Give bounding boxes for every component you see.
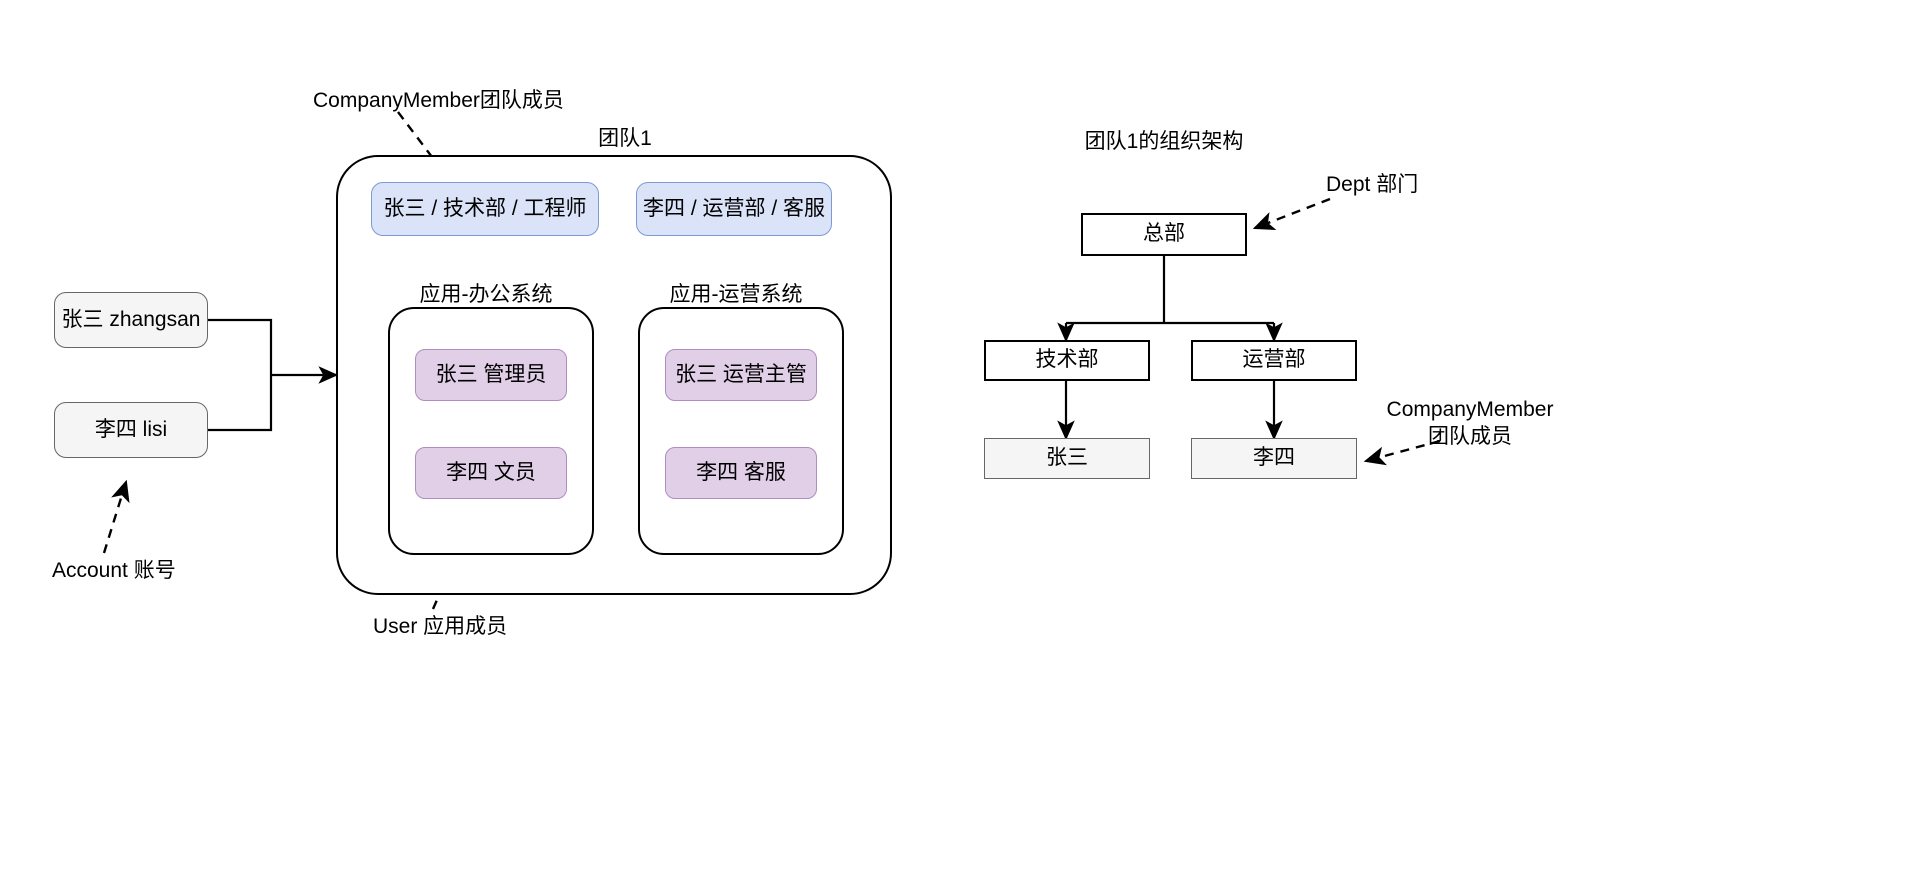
org-box-label: 张三 [1046,446,1088,470]
org-box-member-lisi[interactable]: 李四 [1191,438,1357,479]
org-box-headquarters[interactable]: 总部 [1081,213,1247,256]
user-chip-ops-supervisor[interactable]: 张三 运营主管 [665,349,817,401]
app-title-office: 应用-办公系统 [419,283,553,306]
org-box-dept-ops[interactable]: 运营部 [1191,340,1357,381]
user-chip-ops-support[interactable]: 李四 客服 [665,447,817,499]
team-member-chip-lisi[interactable]: 李四 / 运营部 / 客服 [636,182,832,236]
team-member-label: 李四 / 运营部 / 客服 [642,196,825,220]
dept-annotation-label: Dept 部门 [1326,173,1419,196]
app-container-ops [638,307,844,555]
org-box-label: 运营部 [1242,348,1306,372]
org-chart-title: 团队1的组织架构 [1084,130,1244,153]
user-label: 张三 管理员 [435,362,547,386]
app-title-ops: 应用-运营系统 [669,283,803,306]
account-annotation-label: Account 账号 [52,559,176,582]
company-member-annotation-label: CompanyMember团队成员 [313,89,564,112]
account-box-lisi[interactable]: 李四 lisi [54,402,208,458]
org-box-member-zhangsan[interactable]: 张三 [984,438,1150,479]
org-box-label: 技术部 [1035,348,1099,372]
account-label: 李四 lisi [94,417,168,441]
company-member-right-line1: CompanyMember [1386,398,1554,421]
account-annotation-arrow [102,479,130,554]
user-chip-office-admin[interactable]: 张三 管理员 [415,349,567,401]
org-box-label: 李四 [1253,446,1295,470]
user-label: 张三 运营主管 [675,362,807,386]
account-box-zhangsan[interactable]: 张三 zhangsan [54,292,208,348]
team-member-label: 张三 / 技术部 / 工程师 [383,196,587,220]
accounts-to-team-connector [208,318,339,432]
user-label: 李四 客服 [696,460,786,484]
user-annotation-label: User 应用成员 [373,615,508,638]
company-member-right-line2: 团队成员 [1428,425,1512,449]
user-chip-office-clerk[interactable]: 李四 文员 [415,447,567,499]
team-member-chip-zhangsan[interactable]: 张三 / 技术部 / 工程师 [371,182,599,236]
org-box-dept-tech[interactable]: 技术部 [984,340,1150,381]
team-title: 团队1 [598,127,652,150]
org-box-label: 总部 [1143,222,1185,246]
account-label: 张三 zhangsan [61,307,201,331]
company-member-right-annotation-label: CompanyMember 团队成员 [1380,396,1560,451]
app-container-office [388,307,594,555]
dept-annotation-arrow [1252,197,1331,231]
user-label: 李四 文员 [446,460,536,484]
